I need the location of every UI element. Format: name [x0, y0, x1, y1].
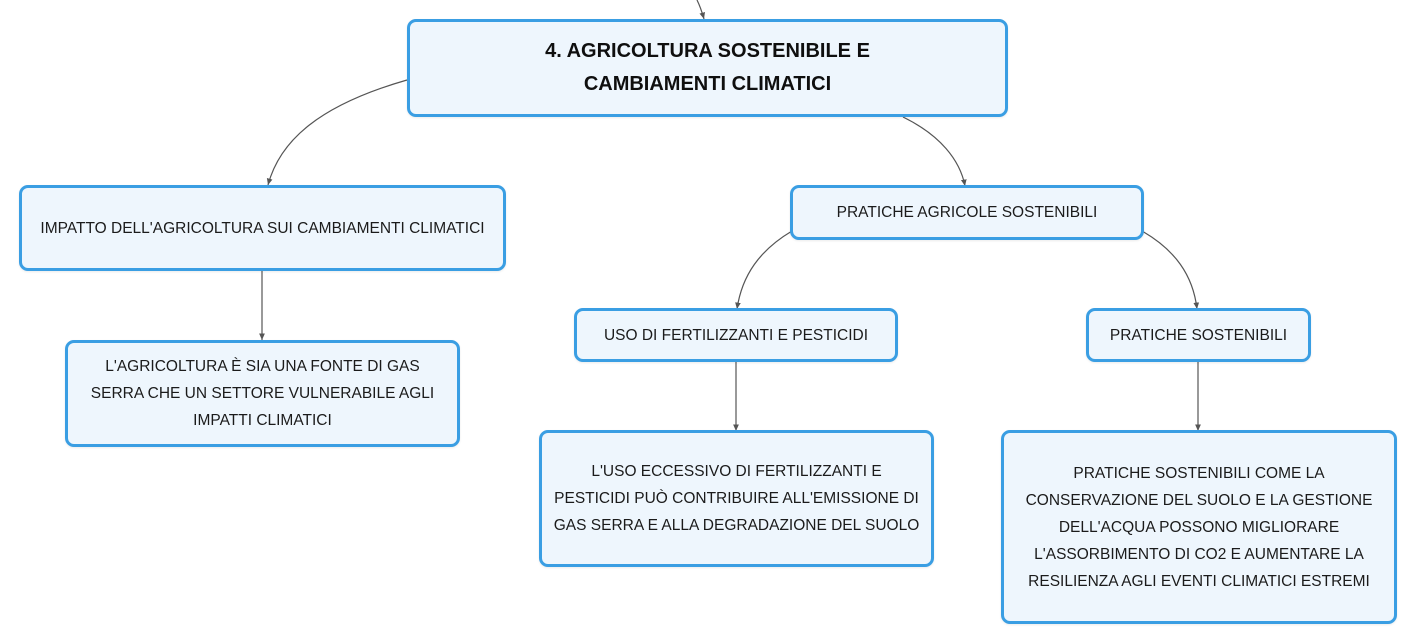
sustainable-topic-node[interactable]: PRATICHE SOSTENIBILI — [1086, 308, 1311, 362]
fertilizers-detail-node[interactable]: L'USO ECCESSIVO DI FERTILIZZANTI E PESTI… — [539, 430, 934, 567]
connector-practices-to-sustainable — [1141, 230, 1200, 310]
fertilizers-topic-label: USO DI FERTILIZZANTI E PESTICIDI — [603, 326, 869, 344]
impact-topic-label: IMPATTO DELL'AGRICOLTURA SUI CAMBIAMENTI… — [40, 219, 485, 237]
sustainable-detail-label: PRATICHE SOSTENIBILI COME LA CONSERVAZIO… — [1025, 464, 1373, 590]
sustainable-detail-node[interactable]: PRATICHE SOSTENIBILI COME LA CONSERVAZIO… — [1001, 430, 1397, 624]
fertilizers-topic-node[interactable]: USO DI FERTILIZZANTI E PESTICIDI — [574, 308, 898, 362]
root-topic-node[interactable]: 4. AGRICOLTURA SOSTENIBILE E CAMBIAMENTI… — [407, 19, 1008, 117]
impact-detail-node[interactable]: L'AGRICOLTURA È SIA UNA FONTE DI GAS SER… — [65, 340, 460, 447]
impact-detail-label: L'AGRICOLTURA È SIA UNA FONTE DI GAS SER… — [90, 358, 435, 429]
impact-topic-node[interactable]: IMPATTO DELL'AGRICOLTURA SUI CAMBIAMENTI… — [19, 185, 506, 271]
root-topic-label: 4. AGRICOLTURA SOSTENIBILE E CAMBIAMENTI… — [545, 40, 870, 95]
connector-root-to-impact — [266, 79, 408, 186]
connector-practices-to-fertilizers — [735, 230, 793, 310]
practices-topic-node[interactable]: PRATICHE AGRICOLE SOSTENIBILI — [790, 185, 1144, 240]
fertilizers-detail-label: L'USO ECCESSIVO DI FERTILIZZANTI E PESTI… — [553, 463, 920, 534]
practices-topic-label: PRATICHE AGRICOLE SOSTENIBILI — [836, 204, 1098, 221]
connector-root-to-practices — [902, 116, 967, 187]
connector-parent-to-root — [696, 0, 705, 20]
sustainable-topic-label: PRATICHE SOSTENIBILI — [1109, 326, 1288, 344]
